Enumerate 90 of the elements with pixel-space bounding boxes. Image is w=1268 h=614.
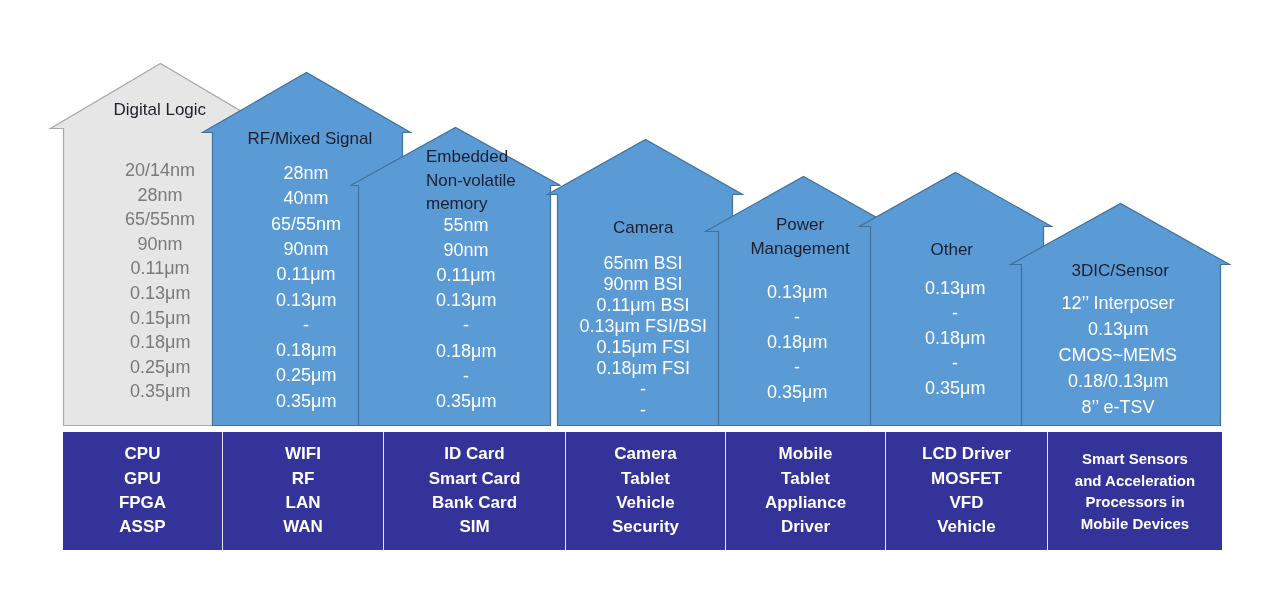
category-title: Digital Logic	[113, 99, 207, 121]
application-label: SIM	[459, 516, 490, 539]
category-title: RF/Mixed Signal	[247, 128, 373, 150]
process-node-label: 65/55nm	[271, 212, 342, 235]
process-node-label: 0.35μm	[436, 389, 497, 412]
application-cell	[565, 432, 725, 550]
application-label: ASSP	[119, 516, 166, 539]
process-node-label: 0.13μm	[1088, 318, 1149, 340]
process-node-label: 0.11μm	[276, 263, 336, 286]
process-node-label: 0.15μm FSI	[596, 337, 690, 358]
process-node-label: -	[952, 302, 958, 324]
process-node-label: 65nm BSI	[603, 253, 683, 274]
process-node-label: 0.11μm BSI	[596, 295, 690, 316]
process-node-label: 20/14nm	[125, 159, 196, 181]
process-node-label: 40nm	[283, 187, 329, 210]
process-node-label: 0.35μm	[767, 381, 828, 403]
application-label: Security	[611, 516, 680, 539]
process-node-label: 55nm	[443, 214, 489, 236]
application-cell	[63, 432, 222, 550]
application-label: Driver	[780, 516, 831, 539]
process-node-label: -	[463, 364, 469, 387]
process-node-label: 28nm	[283, 162, 329, 184]
process-node-label: 0.18/0.13μm	[1068, 370, 1169, 392]
process-node-label: -	[463, 314, 469, 337]
application-cell	[222, 432, 383, 550]
process-node-label: -	[794, 356, 800, 378]
application-label: Mobile	[778, 443, 833, 466]
application-label: ID Card	[444, 443, 505, 466]
process-node-label: CMOS~MEMS	[1058, 344, 1177, 366]
application-label: LCD Driver	[922, 443, 1011, 466]
application-label: Appliance	[764, 492, 847, 514]
process-node-label: 28nm	[137, 183, 183, 206]
application-cell	[725, 432, 885, 550]
application-label: FPGA	[118, 492, 167, 514]
process-node-label: 90nm	[283, 237, 329, 260]
application-label: Camera	[614, 443, 677, 466]
category-title: Other	[930, 239, 974, 261]
application-label: VFD	[949, 492, 984, 514]
process-node-label: 0.35μm	[276, 389, 337, 412]
category-title: Power Management	[749, 214, 851, 260]
process-node-label: 0.18μm	[130, 331, 191, 354]
application-label: Smart Sensors and Acceleration Processors in Mobile Devices	[1073, 449, 1197, 534]
application-cell	[1047, 432, 1222, 550]
process-node-label: 0.13μm	[925, 277, 986, 299]
application-label: Vehicle	[937, 516, 996, 539]
process-node-label: 0.35μm	[925, 377, 986, 399]
application-label: RF	[291, 467, 315, 490]
category-title: Embedded Non-volatile memory	[426, 146, 517, 215]
application-label: Tablet	[621, 467, 670, 490]
application-label: Smart Card	[428, 467, 521, 490]
application-label: CPU	[124, 443, 161, 466]
application-label: Vehicle	[616, 492, 675, 514]
process-node-label: -	[303, 313, 309, 336]
process-node-label: 0.13μm	[767, 281, 828, 303]
process-node-label: 0.13μm	[276, 288, 337, 311]
application-label: LAN	[285, 492, 321, 514]
process-node-label: 0.18μm	[276, 339, 337, 362]
process-node-label: 0.13μm	[130, 282, 191, 304]
application-label: GPU	[124, 467, 161, 490]
process-node-label: 8’’ e-TSV	[1081, 396, 1155, 418]
application-label: Bank Card	[432, 492, 517, 514]
application-label: WAN	[283, 516, 323, 539]
process-node-label: -	[952, 352, 958, 374]
process-node-label: -	[640, 400, 646, 421]
process-node-label: 0.11μm	[130, 257, 190, 280]
process-node-label: 90nm	[137, 232, 183, 255]
process-node-label: 0.15μm	[130, 306, 191, 329]
application-label: MOSFET	[931, 467, 1002, 490]
application-label: WIFI	[285, 443, 321, 466]
application-cell	[885, 432, 1047, 550]
category-title: Camera	[613, 217, 674, 239]
process-node-label: -	[794, 306, 800, 328]
process-node-label: 0.18μm	[767, 331, 828, 353]
process-node-label: 0.18μm FSI	[596, 358, 690, 379]
application-label: Tablet	[781, 467, 830, 490]
process-node-label: 0.35μm	[130, 380, 191, 403]
category-title: 3DIC/Sensor	[1071, 260, 1169, 282]
process-node-label: 0.25μm	[276, 364, 337, 387]
process-node-label: 0.13μm FSI/BSI	[579, 316, 707, 337]
process-node-label: 0.25μm	[130, 355, 191, 378]
process-node-label: 0.18μm	[925, 327, 986, 349]
application-cell	[383, 432, 565, 550]
process-node-label: 12’’ Interposer	[1061, 292, 1175, 314]
process-node-label: 65/55nm	[125, 208, 196, 231]
process-node-label: 90nm BSI	[603, 274, 683, 295]
process-node-label: 0.13μm	[436, 289, 497, 312]
process-node-label: 0.18μm	[436, 339, 497, 362]
process-node-label: -	[640, 379, 646, 400]
process-node-label: 90nm	[443, 239, 489, 262]
process-node-label: 0.11μm	[436, 264, 496, 287]
